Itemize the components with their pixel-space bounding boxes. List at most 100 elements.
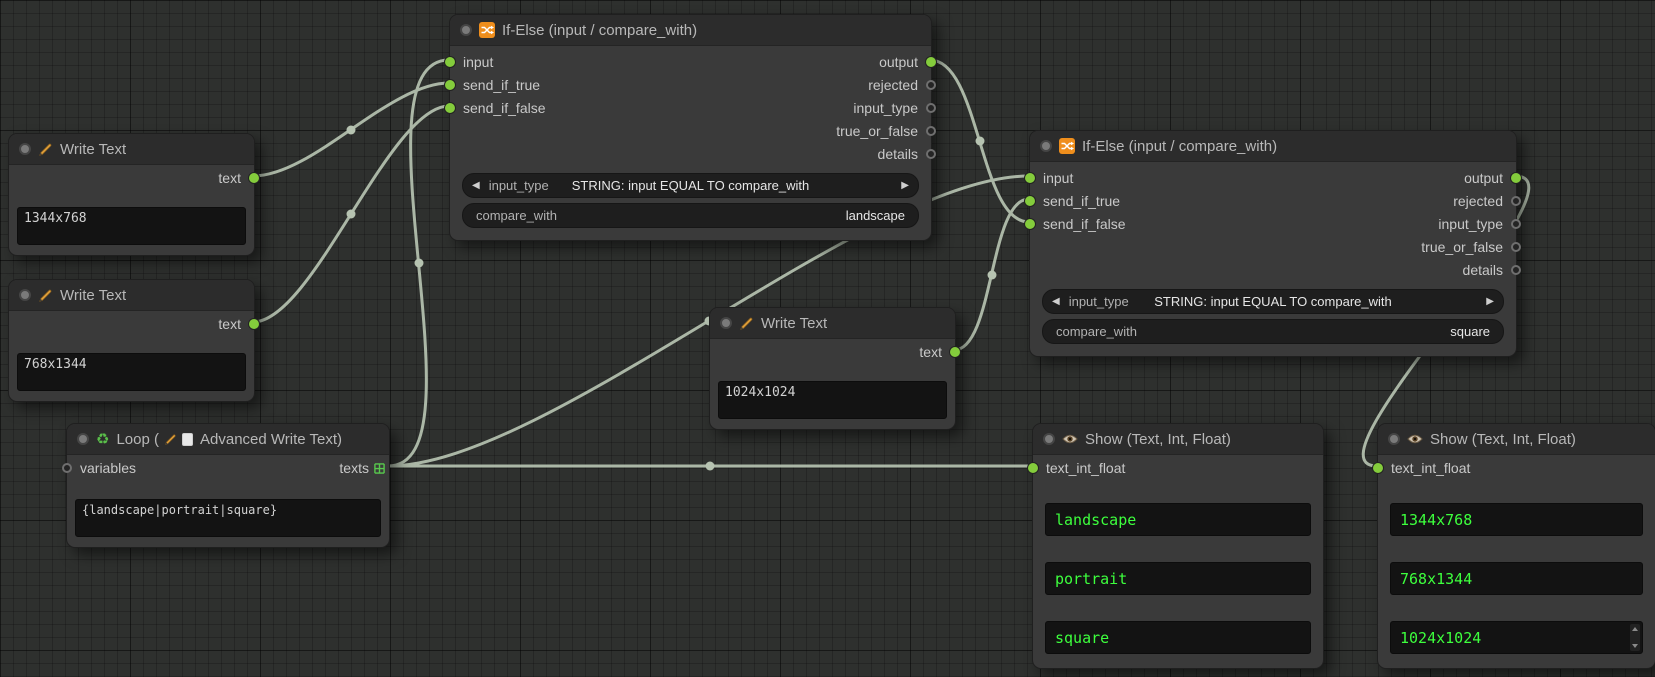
input-slot-send-if-true[interactable]	[445, 79, 455, 90]
combo-next-icon[interactable]: ▶	[1486, 296, 1494, 307]
show-value: 1024x1024	[1400, 628, 1482, 647]
pencil-icon	[38, 288, 53, 303]
combo-prev-icon[interactable]: ◀	[472, 180, 480, 191]
node-loop-advanced-write-text[interactable]: ♻ Loop ( Advanced Write Text) variables …	[62, 423, 390, 548]
collapse-dot[interactable]	[1388, 433, 1400, 445]
combo-prev-icon[interactable]: ◀	[1052, 296, 1060, 307]
output-slot-text[interactable]	[249, 319, 259, 329]
collapse-dot[interactable]	[1043, 433, 1055, 445]
output-slot-details[interactable]	[1511, 264, 1521, 275]
link-midpoint-dot	[987, 270, 997, 280]
output-slot-row: rejected	[1224, 189, 1521, 212]
pencil-icon	[38, 142, 53, 157]
collapse-dot[interactable]	[460, 24, 472, 36]
node-header[interactable]: ♻ Loop ( Advanced Write Text)	[67, 424, 389, 455]
show-value-box[interactable]: square	[1045, 621, 1311, 654]
output-slot-text[interactable]	[950, 347, 960, 357]
output-slot-output[interactable]	[926, 56, 936, 67]
widget-value: landscape	[845, 208, 905, 223]
collapse-dot[interactable]	[1040, 140, 1052, 152]
node-if-else-2[interactable]: If-Else (input / compare_with) input sen…	[1025, 130, 1521, 357]
output-slot-input-type[interactable]	[1511, 218, 1521, 229]
text-widget[interactable]: 768x1344	[17, 353, 246, 391]
input-slot-input[interactable]	[445, 56, 455, 67]
compare-with-widget[interactable]: compare_with landscape	[462, 203, 919, 228]
input-slot-input[interactable]	[1025, 172, 1035, 183]
output-slot-text[interactable]	[249, 173, 259, 183]
grid-output-icon[interactable]	[374, 462, 385, 474]
widget-value: square	[1450, 324, 1490, 339]
output-slot-label: true_or_false	[1421, 238, 1503, 255]
compare-with-widget[interactable]: compare_with square	[1042, 319, 1504, 344]
output-slot-rejected[interactable]	[1511, 195, 1521, 206]
input-slot-label: input	[463, 53, 494, 70]
node-header[interactable]: Write Text	[9, 134, 254, 165]
output-slot-rejected[interactable]	[926, 79, 936, 90]
input-slot-variables[interactable]	[62, 463, 72, 473]
text-widget[interactable]: 1344x768	[17, 207, 246, 245]
combo-next-icon[interactable]: ▶	[901, 180, 909, 191]
input-slot-text-int-float[interactable]	[1028, 463, 1038, 473]
node-write-text-2[interactable]: Write Text text 768x1344	[8, 279, 259, 402]
input-slot-label: text_int_float	[1046, 460, 1126, 476]
variables-text-widget[interactable]: {landscape|portrait|square}	[75, 499, 381, 537]
output-slot-details[interactable]	[926, 148, 936, 159]
node-title: Show (Text, Int, Float)	[1085, 430, 1231, 448]
output-slot-row: details	[1224, 258, 1521, 281]
show-value-box[interactable]: 768x1344	[1390, 562, 1643, 595]
output-slot-input-type[interactable]	[926, 102, 936, 113]
node-if-else-1[interactable]: If-Else (input / compare_with) input sen…	[445, 14, 936, 241]
link-midpoint-dot	[975, 136, 985, 146]
show-value-box[interactable]: landscape	[1045, 503, 1311, 536]
output-slot-label: output	[1464, 169, 1503, 186]
node-header[interactable]: Show (Text, Int, Float)	[1033, 424, 1323, 455]
input-slot-text-int-float[interactable]	[1373, 463, 1383, 473]
node-write-text-1[interactable]: Write Text text 1344x768	[8, 133, 259, 256]
output-slot-row: output	[642, 50, 936, 73]
collapse-dot[interactable]	[19, 143, 31, 155]
input-slot-label: send_if_true	[1043, 192, 1121, 209]
node-header[interactable]: Show (Text, Int, Float)	[1378, 424, 1655, 455]
io-slot-row: variables texts	[62, 455, 389, 481]
show-value-box[interactable]: portrait	[1045, 562, 1311, 595]
input-slot-row: input	[1025, 166, 1224, 189]
collapse-dot[interactable]	[720, 317, 732, 329]
node-write-text-3[interactable]: Write Text text 1024x1024	[709, 307, 960, 430]
input-type-combo-widget[interactable]: ◀ input_type STRING: input EQUAL TO comp…	[462, 173, 919, 198]
shuffle-icon	[1059, 138, 1075, 154]
widget-label: compare_with	[1056, 324, 1137, 339]
show-value-box[interactable]: 1344x768	[1390, 503, 1643, 536]
input-slot-send-if-true[interactable]	[1025, 195, 1035, 206]
output-slot-true-or-false[interactable]	[926, 125, 936, 136]
scroll-down-icon[interactable]	[1632, 644, 1638, 648]
node-header[interactable]: Write Text	[710, 308, 955, 339]
collapse-dot[interactable]	[77, 433, 89, 445]
input-slot-label: input	[1043, 169, 1074, 186]
text-widget[interactable]: 1024x1024	[718, 381, 947, 419]
node-show-1[interactable]: Show (Text, Int, Float) text_int_float l…	[1028, 423, 1324, 669]
input-slot-send-if-false[interactable]	[1025, 218, 1035, 229]
collapse-dot[interactable]	[19, 289, 31, 301]
node-header[interactable]: Write Text	[9, 280, 254, 311]
show-value-box[interactable]: 1024x1024	[1390, 621, 1643, 654]
input-type-combo-widget[interactable]: ◀ input_type STRING: input EQUAL TO comp…	[1042, 289, 1504, 314]
output-slot-label: details	[1462, 261, 1503, 278]
output-slot-output[interactable]	[1511, 172, 1521, 183]
widget-label: compare_with	[476, 208, 557, 223]
link-midpoint-dot	[705, 461, 715, 471]
combo-value: STRING: input EQUAL TO compare_with	[1154, 294, 1392, 309]
combo-label: input_type	[1068, 294, 1129, 309]
shuffle-icon	[479, 22, 495, 38]
node-header[interactable]: If-Else (input / compare_with)	[1030, 131, 1516, 162]
node-title-prefix: Loop (	[116, 430, 159, 448]
mini-scrollbar[interactable]	[1630, 624, 1640, 651]
scroll-up-icon[interactable]	[1632, 627, 1638, 631]
show-value: 1344x768	[1400, 510, 1473, 529]
output-slot-true-or-false[interactable]	[1511, 241, 1521, 252]
input-slot-send-if-false[interactable]	[445, 102, 455, 113]
node-show-2[interactable]: Show (Text, Int, Float) text_int_float 1…	[1373, 423, 1655, 669]
node-header[interactable]: If-Else (input / compare_with)	[450, 15, 931, 46]
show-value: 768x1344	[1400, 569, 1473, 588]
